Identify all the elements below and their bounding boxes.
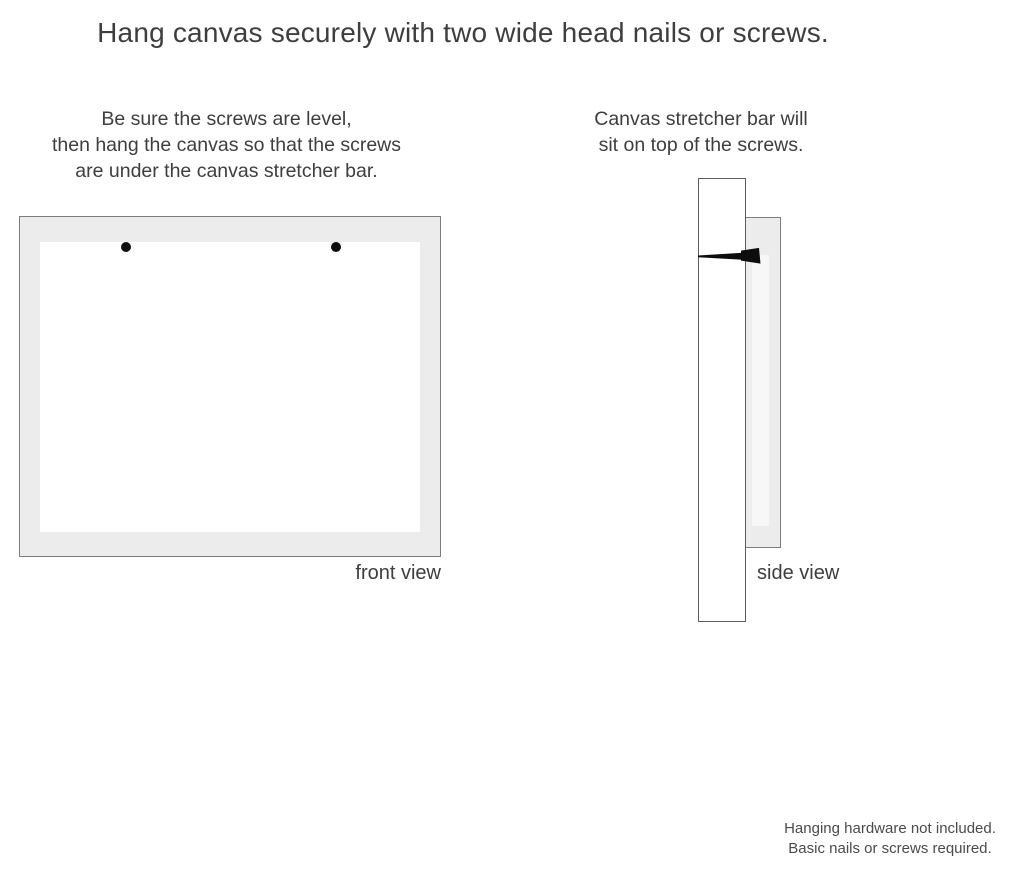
- canvas-side-profile: [745, 217, 781, 548]
- front-view-figure: [19, 216, 441, 557]
- screw-dot-icon: [331, 242, 341, 252]
- screw-dot-icon: [121, 242, 131, 252]
- side-view-figure: [690, 170, 820, 630]
- footnote-line: Hanging hardware not included.: [784, 820, 996, 837]
- canvas-face: [40, 242, 420, 532]
- canvas-side-inner: [752, 255, 769, 526]
- footnote-line: Basic nails or screws required.: [788, 839, 992, 857]
- nail-icon: [698, 247, 761, 264]
- instruction-line: Canvas stretcher bar will: [594, 108, 808, 130]
- stretcher-bar-wall: [698, 178, 746, 622]
- front-view-label: front view: [355, 562, 441, 584]
- page-title: Hang canvas securely with two wide head …: [97, 17, 829, 48]
- side-view-label: side view: [757, 562, 840, 584]
- instruction-line: Be sure the screws are level,: [101, 108, 352, 130]
- instruction-line: are under the canvas stretcher bar.: [75, 160, 378, 182]
- hardware-footnote: Hanging hardware not included. Basic nai…: [758, 819, 1022, 858]
- instruction-side-view: Canvas stretcher bar will sit on top of …: [560, 106, 842, 158]
- instruction-line: sit on top of the screws.: [598, 134, 804, 156]
- instruction-front-view: Be sure the screws are level, then hang …: [18, 106, 435, 184]
- instruction-line: then hang the canvas so that the screws: [51, 134, 402, 156]
